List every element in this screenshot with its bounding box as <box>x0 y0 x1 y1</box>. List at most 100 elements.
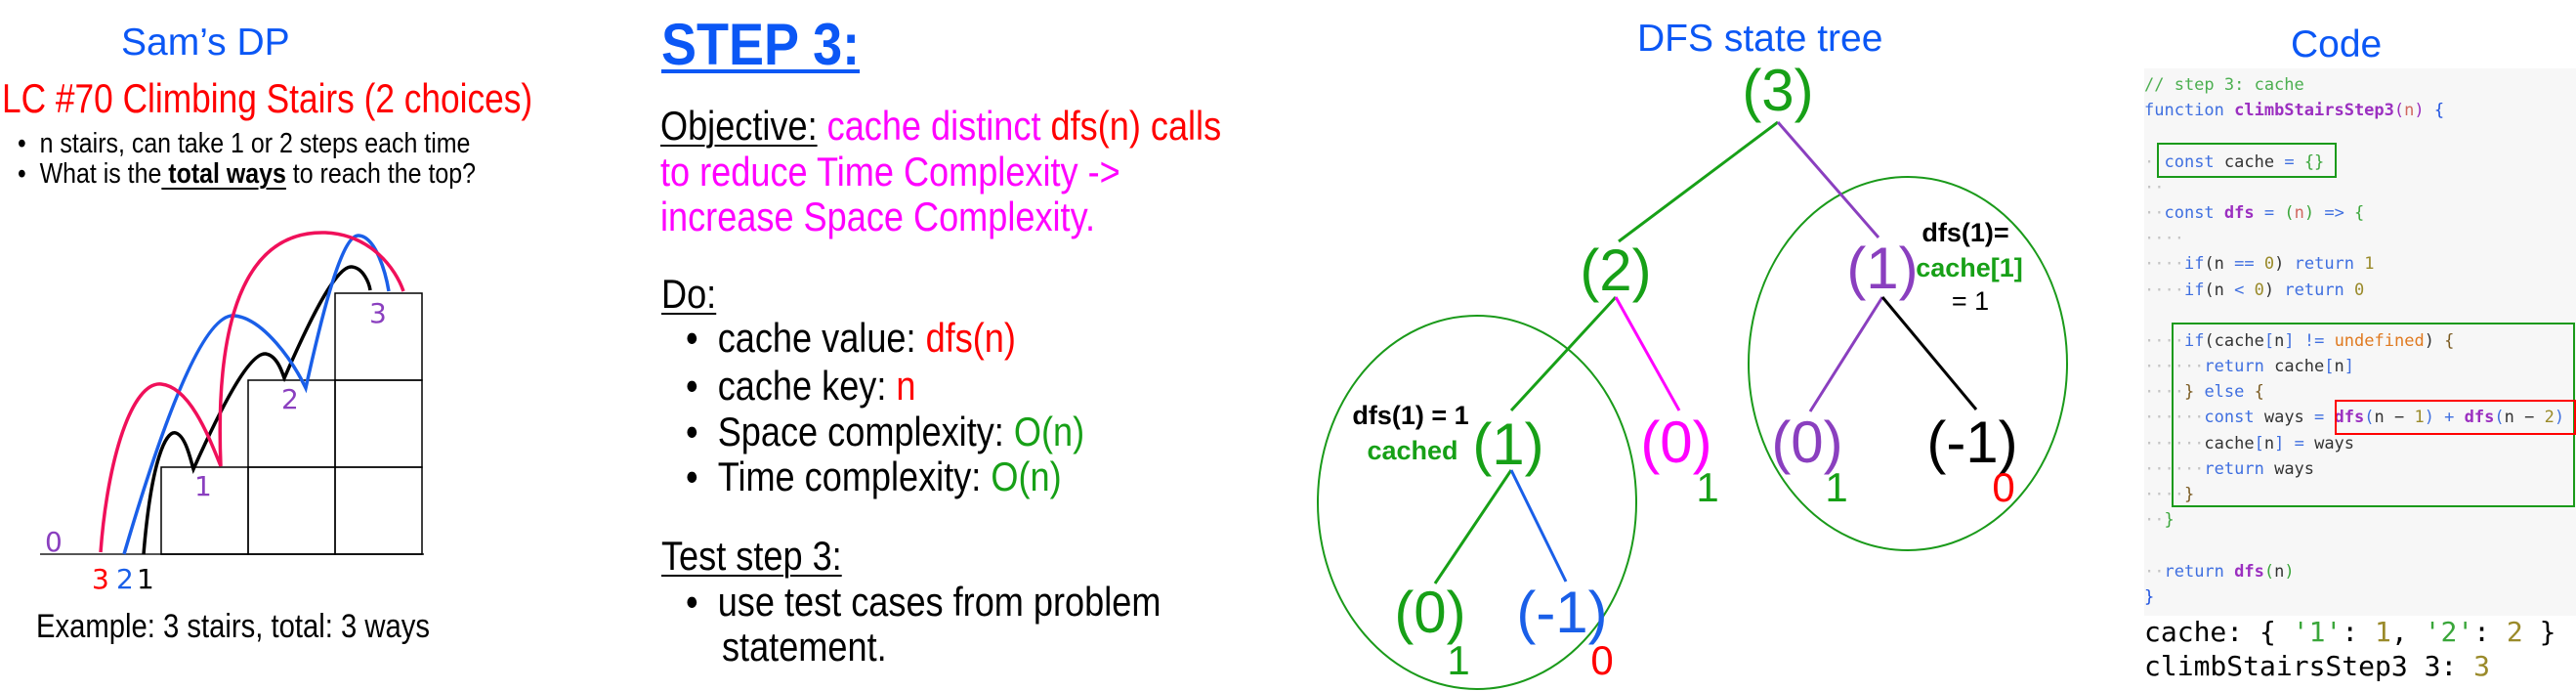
code-line: ······return ways <box>2144 456 2564 482</box>
code-token: ) <box>2554 408 2565 428</box>
code-line: ··return dfs(n) <box>2144 559 2564 584</box>
bullet: • <box>686 579 718 625</box>
code-token: ( <box>2364 408 2375 428</box>
tree-edge <box>1776 121 1880 238</box>
tree-edge <box>1880 296 1978 410</box>
code-token: } <box>2164 510 2175 531</box>
code-token: n <box>2404 101 2415 121</box>
stair-cell <box>247 466 336 555</box>
objective-line-3: increase Space Complexity. <box>660 194 1096 239</box>
code-line <box>2144 533 2564 558</box>
code-token: = <box>2284 433 2315 453</box>
do-label: Do: <box>661 271 717 317</box>
code-token: return <box>2204 357 2275 377</box>
code-token: ·· <box>2144 561 2165 582</box>
code-token: } <box>2144 586 2155 607</box>
code-token: + <box>2433 408 2465 428</box>
output-cache: cache: { '1': 1, '2': 2 } <box>2144 619 2555 646</box>
code-token: · <box>2144 151 2165 172</box>
output-token: climbStairsStep3 3: <box>2144 650 2474 682</box>
code-line: ····if(n == 0) return 1 <box>2144 251 2564 277</box>
bullet: • <box>686 363 718 409</box>
code-token: ······ <box>2144 408 2205 428</box>
left-note-line-1: dfs(1) = 1 <box>1352 401 1468 430</box>
cache-init-highlight <box>2157 143 2337 178</box>
code-token: const <box>2164 151 2224 172</box>
code-token: undefined <box>2334 330 2425 351</box>
code-token: ···· <box>2144 485 2184 504</box>
code-line: ····} <box>2144 482 2564 507</box>
code-token: const <box>2164 202 2224 223</box>
node-return-value: 1 <box>1447 637 1469 683</box>
code-token: ·· <box>2144 510 2165 531</box>
code-token: n − <box>2374 408 2415 428</box>
code-token: ···· <box>2144 382 2184 403</box>
code-token: 1 <box>2414 408 2425 428</box>
left-title: Sam’s DP <box>121 22 290 64</box>
output-token: : <box>2342 616 2376 648</box>
code-token: n <box>2274 561 2285 582</box>
code-token: ······ <box>2144 357 2205 377</box>
path-one-then-two <box>99 231 405 553</box>
total-ways-emphasis: total ways <box>161 158 286 190</box>
code-token: ] <box>2344 357 2355 377</box>
stair-label-1: 1 <box>194 470 212 502</box>
code-token: dfs <box>2234 561 2264 582</box>
code-token: { <box>2354 202 2365 223</box>
code-token: } <box>2183 382 2205 403</box>
code-line: ······return cache[n] <box>2144 354 2564 379</box>
node-return-value: 0 <box>1590 637 1613 683</box>
code-token: = <box>2314 408 2335 428</box>
output-token: 3 <box>2473 650 2491 682</box>
do-item: • cache key: n <box>686 363 916 409</box>
code-token: ] <box>2284 330 2295 351</box>
problem-title: LC #70 Climbing Stairs (2 choices) <box>2 75 533 121</box>
code-line: ····if(cache[n] != undefined) { <box>2144 328 2564 354</box>
tree-node: (0) <box>1394 580 1465 645</box>
right-note-line-2: cache[1] <box>1916 253 2023 282</box>
bullet: • <box>18 158 40 190</box>
tree-edge <box>1614 296 1681 411</box>
output-token: 1 <box>2375 616 2391 648</box>
do-item: • Time complexity: O(n) <box>686 453 1062 499</box>
code-line: ··const dfs = (n) => { <box>2144 200 2564 226</box>
code-title: Code <box>2291 23 2383 65</box>
code-token: n <box>2274 330 2285 351</box>
code-token: } <box>2183 485 2195 504</box>
code-token: n <box>2294 202 2304 223</box>
problem-bullet-2: • What is the total ways to reach the to… <box>18 158 476 190</box>
code-token: ) <box>2414 101 2425 121</box>
code-token: ······ <box>2144 433 2205 453</box>
code-token: { <box>2424 101 2445 121</box>
node-return-value: 0 <box>1992 464 2014 510</box>
example-caption: Example: 3 stairs, total: 3 ways <box>36 608 431 645</box>
cached-subtree-circle <box>1317 315 1637 690</box>
code-token: ) <box>2424 330 2445 351</box>
output-token: 2 <box>2506 616 2523 648</box>
code-line: ··} <box>2144 507 2564 533</box>
cache-hit-subtree-circle <box>1748 176 2068 551</box>
path-count-label: 3 <box>92 563 109 595</box>
output-token: : <box>2473 616 2507 648</box>
code-token: (n <box>2204 280 2235 300</box>
code-token: = <box>2254 202 2285 223</box>
output-token: '1' <box>2292 616 2343 648</box>
node-return-value: 1 <box>1696 464 1718 510</box>
bullet: • <box>686 453 718 499</box>
code-token: return <box>2204 458 2275 479</box>
tree-node: (1) <box>1472 411 1543 477</box>
step-heading: STEP 3: <box>661 12 861 77</box>
code-token: [ <box>2324 357 2335 377</box>
code-token: {} <box>2303 151 2325 172</box>
code-token: dfs <box>2223 202 2255 223</box>
code-token: n <box>2334 357 2344 377</box>
code-token: != <box>2294 330 2335 351</box>
code-token: ······ <box>2144 458 2205 479</box>
code-token: ···· <box>2144 330 2184 351</box>
code-token: ( <box>2393 101 2405 121</box>
code-token: ) <box>2274 254 2295 275</box>
code-token: ···· <box>2144 280 2184 300</box>
code-token: < <box>2234 280 2245 300</box>
code-token: const <box>2204 408 2264 428</box>
tree-node: (0) <box>1771 410 1842 475</box>
